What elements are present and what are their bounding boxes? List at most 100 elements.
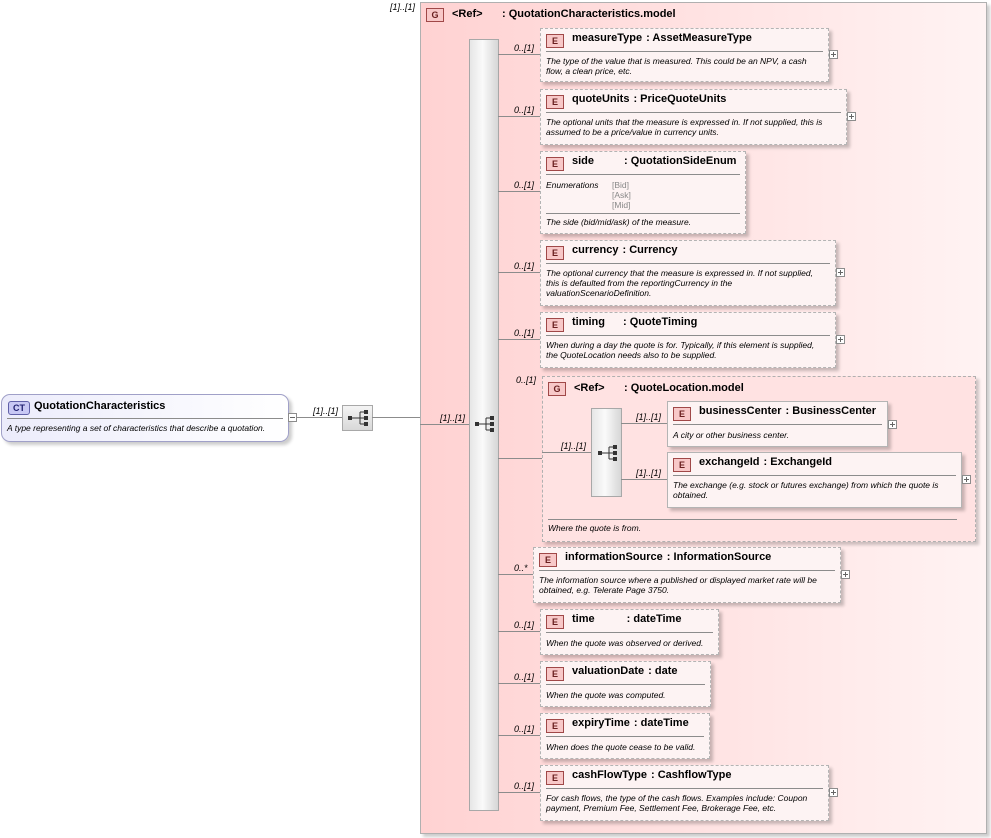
element-doc: The side (bid/mid/ask) of the measure. bbox=[546, 217, 692, 227]
separator bbox=[546, 174, 740, 175]
element-name: cashFlowType bbox=[572, 769, 647, 781]
element-name: valuationDate bbox=[572, 665, 645, 677]
element-doc: When the quote was computed. bbox=[546, 690, 666, 700]
expand-toggle[interactable] bbox=[829, 788, 838, 797]
element-title: cashFlowType: CashflowType bbox=[572, 769, 731, 781]
doc-line: payment, Premium Fee, Settlement Fee, Br… bbox=[546, 803, 777, 813]
element-type: : InformationSource bbox=[666, 551, 772, 563]
connector bbox=[542, 452, 591, 453]
separator bbox=[546, 632, 713, 633]
group-badge: G bbox=[426, 8, 444, 22]
element-type: : BusinessCenter bbox=[785, 405, 877, 417]
multiplicity-label: [1]..[1] bbox=[440, 413, 466, 423]
root-complex-type[interactable]: CT QuotationCharacteristics A type repre… bbox=[1, 394, 289, 442]
element-doc: The exchange (e.g. stock or futures exch… bbox=[673, 480, 957, 500]
element-badge: E bbox=[546, 318, 564, 332]
element-doc: A city or other business center. bbox=[673, 430, 790, 440]
element-quote-units[interactable]: E quoteUnits: PriceQuoteUnits The option… bbox=[540, 89, 847, 145]
expand-toggle[interactable] bbox=[836, 268, 845, 277]
element-doc: The information source where a published… bbox=[539, 575, 836, 595]
enumeration-values: [Bid] [Ask] [Mid] bbox=[612, 180, 631, 210]
root-type-doc: A type representing a set of characteris… bbox=[7, 423, 266, 433]
root-type-name: QuotationCharacteristics bbox=[34, 400, 166, 412]
element-business-center[interactable]: E businessCenter: BusinessCenter A city … bbox=[667, 401, 888, 447]
element-title: side: QuotationSideEnum bbox=[572, 155, 736, 167]
connector bbox=[498, 191, 540, 192]
element-title: quoteUnits: PriceQuoteUnits bbox=[572, 93, 726, 105]
connector bbox=[498, 339, 540, 340]
element-doc: When the quote was observed or derived. bbox=[546, 638, 704, 648]
element-title: valuationDate: date bbox=[572, 665, 677, 677]
connector bbox=[498, 574, 533, 575]
multiplicity-label: [1]..[1] bbox=[636, 468, 662, 478]
element-badge: E bbox=[673, 407, 691, 421]
element-name: businessCenter bbox=[699, 405, 782, 417]
connector bbox=[498, 683, 540, 684]
expand-toggle[interactable] bbox=[847, 112, 856, 121]
element-name: time bbox=[572, 613, 595, 625]
connector bbox=[621, 479, 667, 480]
separator bbox=[548, 519, 957, 520]
separator bbox=[546, 335, 830, 336]
sequence-icon bbox=[475, 416, 494, 432]
multiplicity-label: 0..[1] bbox=[514, 781, 535, 791]
expand-toggle[interactable] bbox=[836, 335, 845, 344]
root-collapse-toggle[interactable] bbox=[288, 413, 297, 422]
element-name: timing bbox=[572, 316, 605, 328]
multiplicity-label: [1]..[1] bbox=[390, 2, 416, 12]
doc-line: assumed to be a price/value in currency … bbox=[546, 127, 719, 137]
doc-line: valuationScenarioDefinition. bbox=[546, 288, 652, 298]
connector bbox=[420, 424, 470, 425]
connector bbox=[498, 272, 540, 273]
element-timing[interactable]: E timing: QuoteTiming When during a day … bbox=[540, 312, 836, 368]
element-side[interactable]: E side: QuotationSideEnum Enumerations [… bbox=[540, 151, 746, 234]
multiplicity-label: 0..[1] bbox=[514, 105, 535, 115]
doc-line: the QuoteLocation needs also to be suppl… bbox=[546, 350, 717, 360]
sequence-compositor[interactable] bbox=[342, 405, 373, 431]
element-cash-flow-type[interactable]: E cashFlowType: CashflowType For cash fl… bbox=[540, 765, 829, 821]
element-exchange-id[interactable]: E exchangeId: ExchangeId The exchange (e… bbox=[667, 452, 962, 508]
separator bbox=[546, 788, 823, 789]
connector bbox=[498, 458, 542, 459]
doc-line: The optional currency that the measure i… bbox=[546, 268, 813, 278]
element-badge: E bbox=[546, 615, 564, 629]
element-name: currency bbox=[572, 244, 619, 256]
element-title: informationSource: InformationSource bbox=[565, 551, 771, 563]
element-measure-type[interactable]: E measureType: AssetMeasureType The type… bbox=[540, 28, 829, 82]
element-time[interactable]: E time: dateTime When the quote was obse… bbox=[540, 609, 719, 655]
connector bbox=[621, 423, 667, 424]
multiplicity-label: 0..[1] bbox=[514, 180, 535, 190]
element-expiry-time[interactable]: E expiryTime: dateTime When does the quo… bbox=[540, 713, 710, 759]
element-type: : PriceQuoteUnits bbox=[633, 93, 727, 105]
connector bbox=[297, 417, 342, 418]
element-badge: E bbox=[546, 157, 564, 171]
element-valuation-date[interactable]: E valuationDate: date When the quote was… bbox=[540, 661, 711, 707]
doc-line: obtained, e.g. Telerate Page 3750. bbox=[539, 585, 670, 595]
expand-toggle[interactable] bbox=[888, 420, 897, 429]
element-badge: E bbox=[546, 719, 564, 733]
doc-line: The information source where a published… bbox=[539, 575, 817, 585]
separator bbox=[673, 424, 882, 425]
multiplicity-label: 0..[1] bbox=[514, 672, 535, 682]
group-badge: G bbox=[548, 382, 566, 396]
element-currency[interactable]: E currency: Currency The optional curren… bbox=[540, 240, 836, 306]
group-type: : QuotationCharacteristics.model bbox=[502, 8, 676, 20]
enumerations-label: Enumerations bbox=[546, 180, 599, 190]
expand-toggle[interactable] bbox=[841, 570, 850, 579]
element-information-source[interactable]: E informationSource: InformationSource T… bbox=[533, 547, 841, 603]
element-badge: E bbox=[546, 34, 564, 48]
element-badge: E bbox=[546, 667, 564, 681]
element-badge: E bbox=[673, 458, 691, 472]
multiplicity-label: 0..[1] bbox=[514, 261, 535, 271]
element-name: side bbox=[572, 155, 595, 167]
group-type: : QuoteLocation.model bbox=[624, 382, 744, 394]
separator bbox=[673, 475, 956, 476]
expand-toggle[interactable] bbox=[829, 50, 838, 59]
expand-toggle[interactable] bbox=[962, 475, 971, 484]
element-title: measureType: AssetMeasureType bbox=[572, 32, 752, 44]
element-type: : date bbox=[648, 665, 678, 677]
element-title: timing: QuoteTiming bbox=[572, 316, 697, 328]
multiplicity-label: 0..[1] bbox=[514, 620, 535, 630]
element-name: quoteUnits bbox=[572, 93, 630, 105]
element-type: : ExchangeId bbox=[763, 456, 832, 468]
